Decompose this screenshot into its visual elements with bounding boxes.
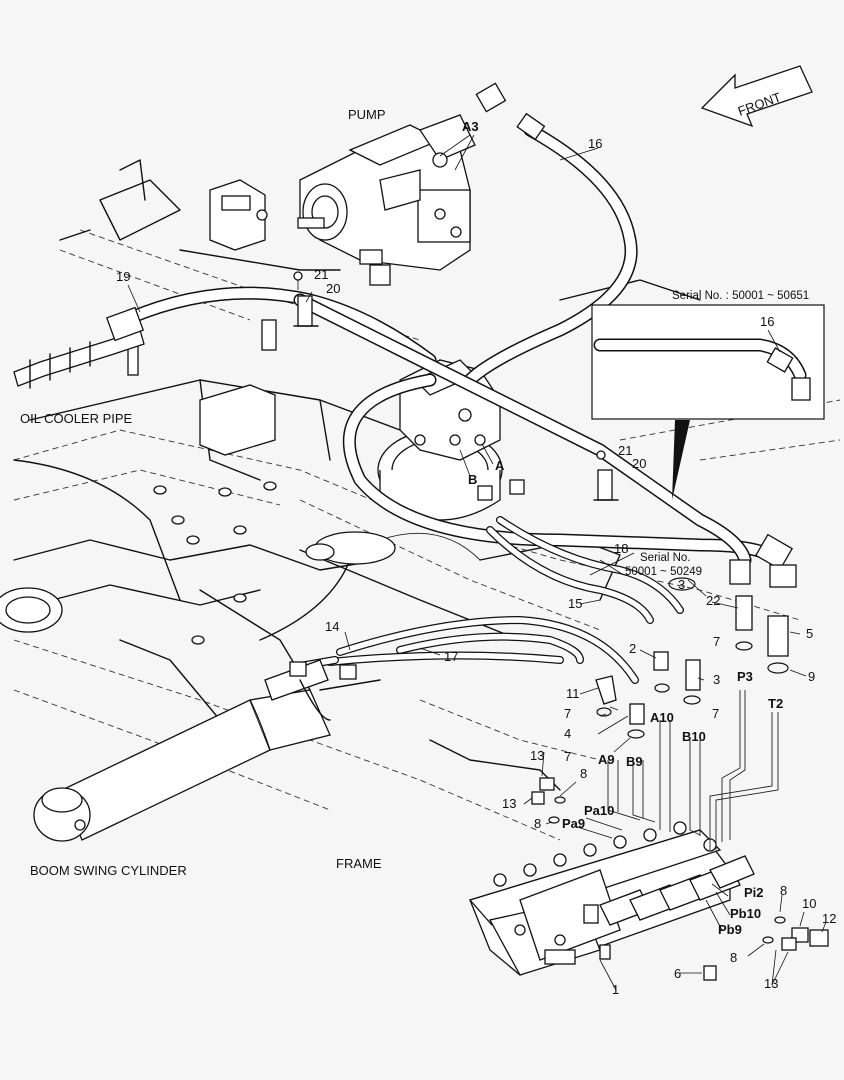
callout-20a: 20 [326, 281, 340, 296]
callout-3: 3 [713, 672, 720, 687]
callout-19: 19 [116, 269, 130, 284]
callout-8d: 8 [730, 950, 737, 965]
inset-callout-16: 16 [760, 314, 774, 329]
callout-12: 12 [822, 911, 836, 926]
callout-22: 22 [706, 593, 720, 608]
port-Pb9: Pb9 [718, 922, 742, 937]
callout-18: 18 [614, 541, 628, 556]
callout-5: 5 [806, 626, 813, 641]
callout-21a: 21 [314, 267, 328, 282]
valve-spools [493, 821, 755, 965]
control-valve [468, 690, 779, 976]
pump: PUMP A3 [297, 107, 479, 286]
callout-14: 14 [325, 619, 339, 634]
fitting-22 [735, 595, 753, 631]
callout-15: 15 [568, 596, 582, 611]
callout-13c: 13 [764, 976, 778, 991]
boom-swing-cylinder [33, 659, 381, 842]
port-B10: B10 [682, 729, 706, 744]
port-P3: P3 [737, 669, 753, 684]
serial-range-label: 50001 ~ 50249 [625, 566, 702, 578]
serial-no-label: Serial No. [640, 552, 691, 564]
fittings [531, 595, 829, 981]
callout-6: 6 [674, 966, 681, 981]
port-Pb10: Pb10 [730, 906, 761, 921]
callout-11: 11 [566, 686, 580, 701]
bolt-21 [293, 271, 606, 460]
callout-10: 10 [802, 896, 816, 911]
o-ring-9 [767, 662, 789, 674]
fitting-12 [809, 929, 829, 947]
frame-label: FRAME [336, 856, 382, 871]
fitting-2 [653, 651, 669, 671]
port-A10: A10 [650, 710, 674, 725]
hose-16-fittings [475, 82, 797, 588]
fitting-13b [531, 791, 545, 805]
callout-16: 16 [588, 136, 602, 151]
port-Pa10: Pa10 [584, 803, 614, 818]
callout-9: 9 [808, 669, 815, 684]
port-Pa9: Pa9 [562, 816, 585, 831]
fitting-4 [629, 703, 645, 725]
callout-8a: 8 [580, 766, 587, 781]
callout-13b: 13 [502, 796, 516, 811]
port-Pi2: Pi2 [744, 885, 764, 900]
port-B: B [468, 472, 477, 487]
clamp-20 [293, 295, 619, 501]
oil-cooler-pipe-label: OIL COOLER PIPE [20, 411, 133, 426]
callout-7a: 7 [713, 634, 720, 649]
oil-cooler-pipe [13, 306, 145, 389]
callout-2: 2 [629, 641, 636, 656]
hoses [123, 123, 777, 684]
callout-8c: 8 [780, 883, 787, 898]
pump-label: PUMP [348, 107, 386, 122]
boom-swing-cylinder-label: BOOM SWING CYLINDER [30, 863, 187, 878]
fitting-5 [767, 615, 789, 657]
port-B9: B9 [626, 754, 643, 769]
o-ring-7 [735, 641, 753, 651]
serial-inset: 16 [591, 304, 825, 500]
callout-20b: 20 [632, 456, 646, 471]
fitting-13a [539, 777, 555, 791]
leader-lines [127, 147, 827, 991]
port-T2: T2 [768, 696, 783, 711]
front-arrow: FRONT [700, 65, 813, 128]
callout-8b: 8 [534, 816, 541, 831]
tank-bracket [127, 179, 341, 456]
callout-7b: 7 [712, 706, 719, 721]
port-A: A [495, 458, 505, 473]
port-A9: A9 [598, 752, 615, 767]
callout-21b: 21 [618, 443, 632, 458]
callout-13a: 13 [530, 748, 544, 763]
callout-3-circled: 3 [678, 577, 685, 592]
fitting-13c [781, 937, 797, 951]
callout-7d: 7 [564, 749, 571, 764]
serial-inset-label: Serial No. : 50001 ~ 50651 [672, 290, 809, 302]
callout-7c: 7 [564, 706, 571, 721]
callout-17: 17 [444, 649, 458, 664]
port-A3: A3 [462, 119, 479, 134]
callout-1: 1 [612, 982, 619, 997]
plug-6 [703, 965, 717, 981]
fitting-11 [595, 675, 617, 705]
fitting-3 [685, 659, 701, 691]
callout-4: 4 [564, 726, 571, 741]
frame-bosses [153, 481, 277, 645]
serial-callout-ring [668, 577, 696, 591]
